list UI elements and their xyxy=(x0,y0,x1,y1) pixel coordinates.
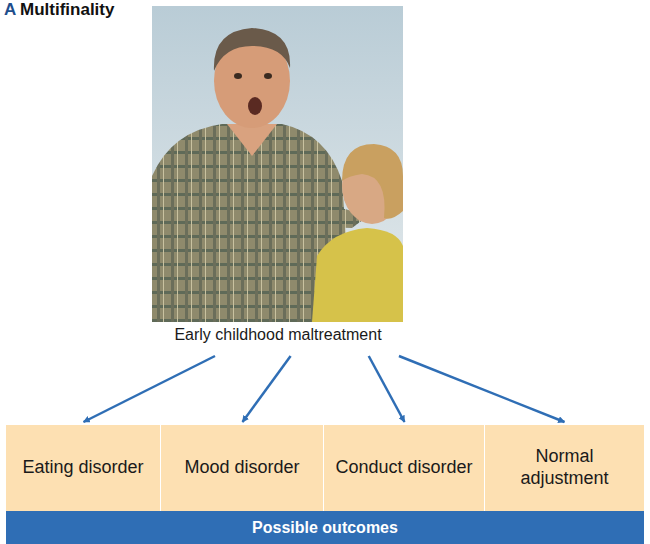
box-label: Eating disorder xyxy=(22,457,143,479)
box-label: Conduct disorder xyxy=(335,457,472,479)
man-neck xyxy=(227,124,277,156)
boy-shirt xyxy=(312,228,403,322)
box-label: Mood disorder xyxy=(184,457,299,479)
image-caption: Early childhood maltreatment xyxy=(174,325,381,344)
arrow-connector xyxy=(369,356,405,422)
man-mouth xyxy=(248,97,262,115)
arrow-connector xyxy=(243,356,291,422)
man-hair xyxy=(214,28,290,71)
boy-hair xyxy=(342,144,403,219)
diagram-title: Multifinality xyxy=(20,1,114,18)
arrow-connector xyxy=(84,356,216,422)
outcome-box: Normal adjustment xyxy=(485,425,644,511)
arrow-connector xyxy=(399,356,565,422)
box-label: Normal adjustment xyxy=(495,446,634,489)
outcome-box: Conduct disorder xyxy=(324,425,485,511)
band-label: Possible outcomes xyxy=(252,518,398,537)
outcome-box: Mood disorder xyxy=(161,425,324,511)
illustration-node: Early childhood maltreatment xyxy=(152,6,404,354)
panel-letter: A xyxy=(4,1,16,18)
outcome-band: Possible outcomes xyxy=(6,511,644,544)
outcome-box: Eating disorder xyxy=(6,425,161,511)
man-eye xyxy=(234,73,242,79)
man-eye xyxy=(264,73,272,79)
photo-illustration xyxy=(152,6,403,322)
photo-background xyxy=(152,6,403,322)
